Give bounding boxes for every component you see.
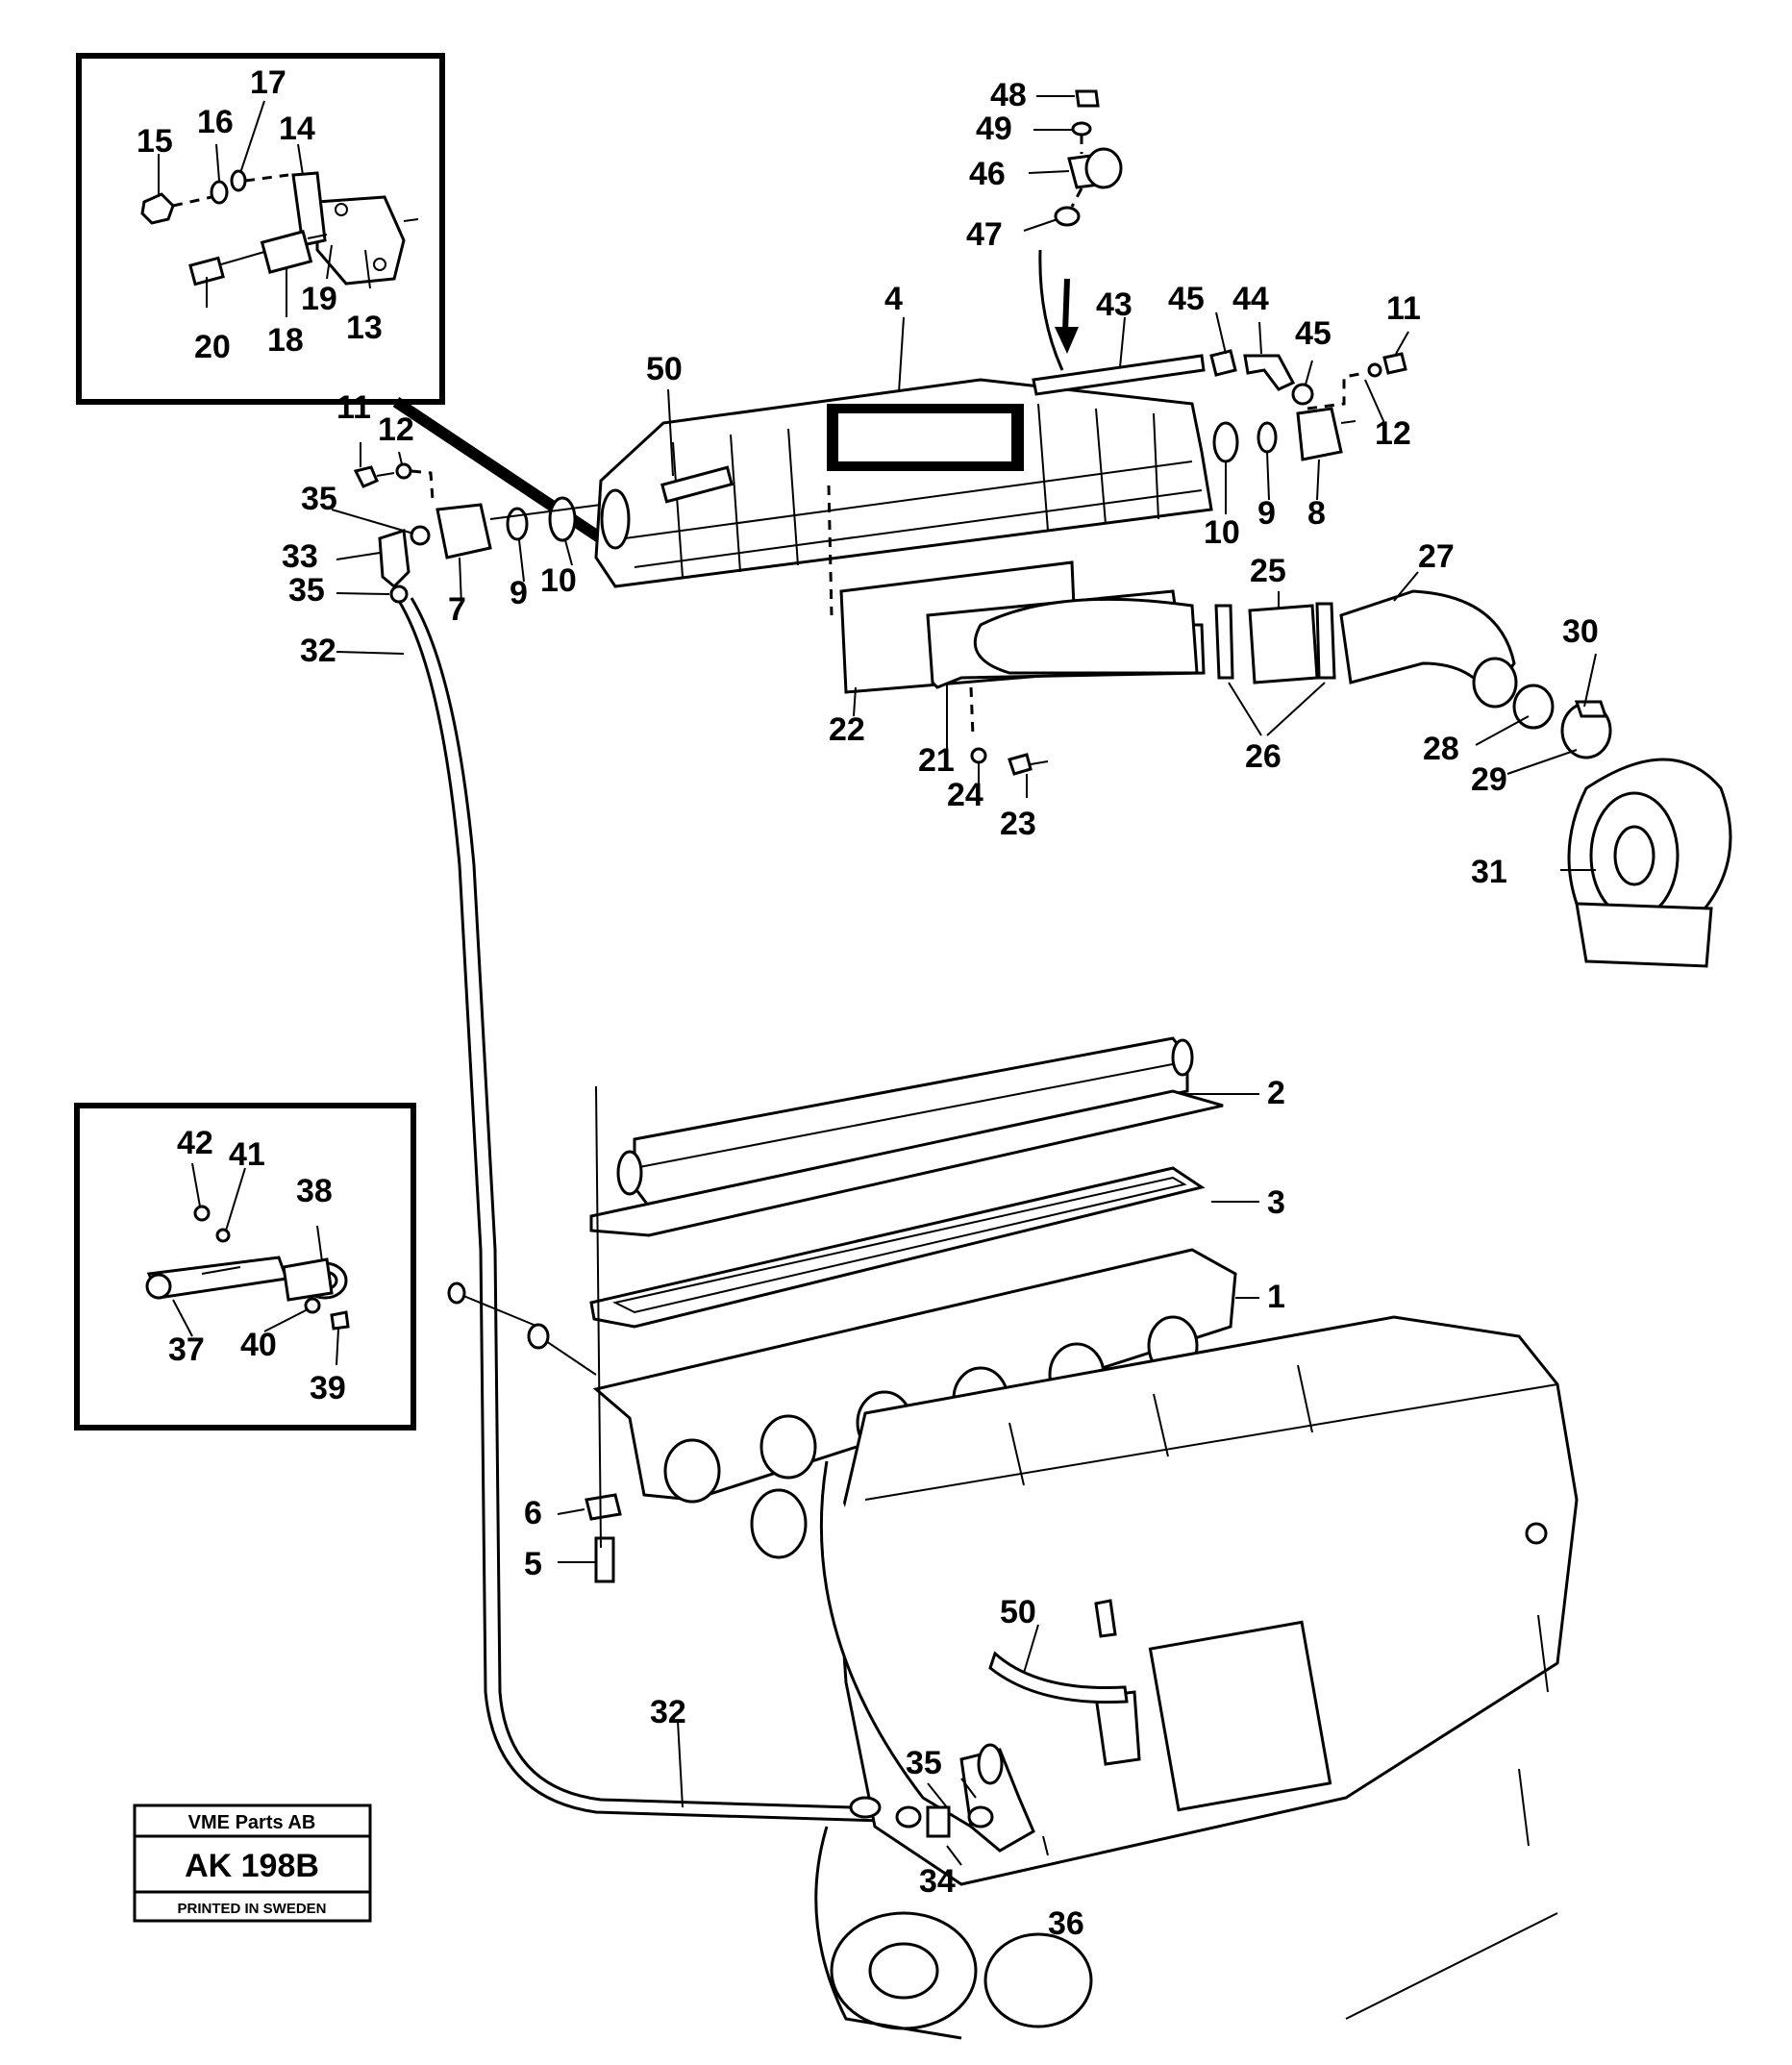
callout-46: 46 — [969, 156, 1006, 192]
callout-35b: 35 — [288, 572, 325, 609]
callout-14: 14 — [279, 111, 315, 147]
callout-7: 7 — [448, 591, 466, 628]
callout-5: 5 — [524, 1546, 542, 1582]
inset-detail-bottom — [74, 1103, 416, 1431]
callout-15: 15 — [137, 123, 173, 160]
rear-cover-assembly — [898, 89, 1409, 514]
callout-6: 6 — [524, 1495, 542, 1531]
callout-16: 16 — [197, 104, 234, 140]
callout-50: 50 — [646, 351, 683, 387]
callout-47: 47 — [966, 216, 1003, 253]
callout-31: 31 — [1471, 854, 1507, 890]
cooler-gasket — [589, 1166, 1259, 1329]
callout-20: 20 — [194, 329, 231, 365]
inset-detail-top — [76, 53, 445, 405]
callout-25: 25 — [1250, 553, 1286, 589]
callout-34: 34 — [919, 1863, 956, 1900]
callout-41: 41 — [229, 1136, 265, 1173]
callout-3: 3 — [1267, 1184, 1285, 1221]
callout-24: 24 — [947, 777, 983, 813]
callout-37: 37 — [168, 1331, 205, 1368]
callout-12: 12 — [378, 411, 414, 448]
front-cover-assembly — [331, 442, 602, 607]
callout-35c: 35 — [906, 1745, 942, 1781]
engine-block — [814, 1315, 1579, 2040]
exhaust-manifold — [447, 1085, 1259, 1583]
callout-38: 38 — [296, 1173, 333, 1209]
callout-13: 13 — [346, 310, 383, 346]
callout-1: 1 — [1267, 1279, 1285, 1315]
callout-10: 10 — [540, 562, 577, 599]
callout-32: 32 — [300, 633, 336, 669]
callout-17: 17 — [250, 64, 286, 101]
callout-43: 43 — [1096, 286, 1132, 323]
callout-32b: 32 — [650, 1694, 686, 1730]
callout-42: 42 — [177, 1125, 213, 1161]
callout-21: 21 — [918, 742, 955, 779]
callout-11: 11 — [336, 389, 371, 426]
callout-45b: 45 — [1295, 315, 1332, 352]
callout-36: 36 — [1048, 1905, 1084, 1942]
callout-9: 9 — [510, 575, 528, 611]
callout-45: 45 — [1168, 281, 1205, 317]
callout-39: 39 — [310, 1370, 346, 1406]
publisher-stamp: VME Parts AB AK 198B PRINTED IN SWEDEN — [133, 1804, 372, 1923]
stamp-printed: PRINTED IN SWEDEN — [177, 1901, 326, 1917]
callout-49: 49 — [976, 111, 1012, 147]
callout-27: 27 — [1418, 538, 1455, 575]
callout-19: 19 — [301, 281, 337, 317]
callout-29: 29 — [1471, 761, 1507, 798]
callout-33: 33 — [282, 538, 318, 575]
intake-manifold — [594, 378, 1213, 588]
callout-30: 30 — [1562, 613, 1599, 650]
callout-40: 40 — [240, 1327, 277, 1363]
callout-2: 2 — [1267, 1075, 1285, 1111]
inlet-duct-assembly — [827, 485, 1732, 968]
callout-22: 22 — [829, 711, 865, 748]
stamp-code: AK 198B — [185, 1848, 319, 1884]
callout-12b: 12 — [1375, 415, 1411, 452]
callout-23: 23 — [1000, 806, 1036, 842]
callout-44: 44 — [1232, 281, 1269, 317]
callout-8: 8 — [1307, 495, 1326, 532]
callout-9b: 9 — [1257, 495, 1276, 532]
callout-numbers: 1 2 3 4 5 6 7 8 9 9 10 10 11 11 12 12 13… — [137, 64, 1599, 1942]
callout-4: 4 — [884, 281, 903, 317]
charge-air-cooler — [589, 1036, 1259, 1237]
callout-28: 28 — [1423, 731, 1459, 767]
callout-18: 18 — [267, 322, 304, 359]
callout-10b: 10 — [1204, 514, 1240, 551]
callout-35: 35 — [301, 481, 337, 517]
callout-48: 48 — [990, 77, 1027, 113]
callout-26: 26 — [1245, 738, 1282, 775]
stamp-company: VME Parts AB — [188, 1812, 316, 1833]
breather-hose — [336, 597, 914, 1824]
callout-50b: 50 — [1000, 1594, 1036, 1630]
callout-11b: 11 — [1386, 290, 1421, 327]
